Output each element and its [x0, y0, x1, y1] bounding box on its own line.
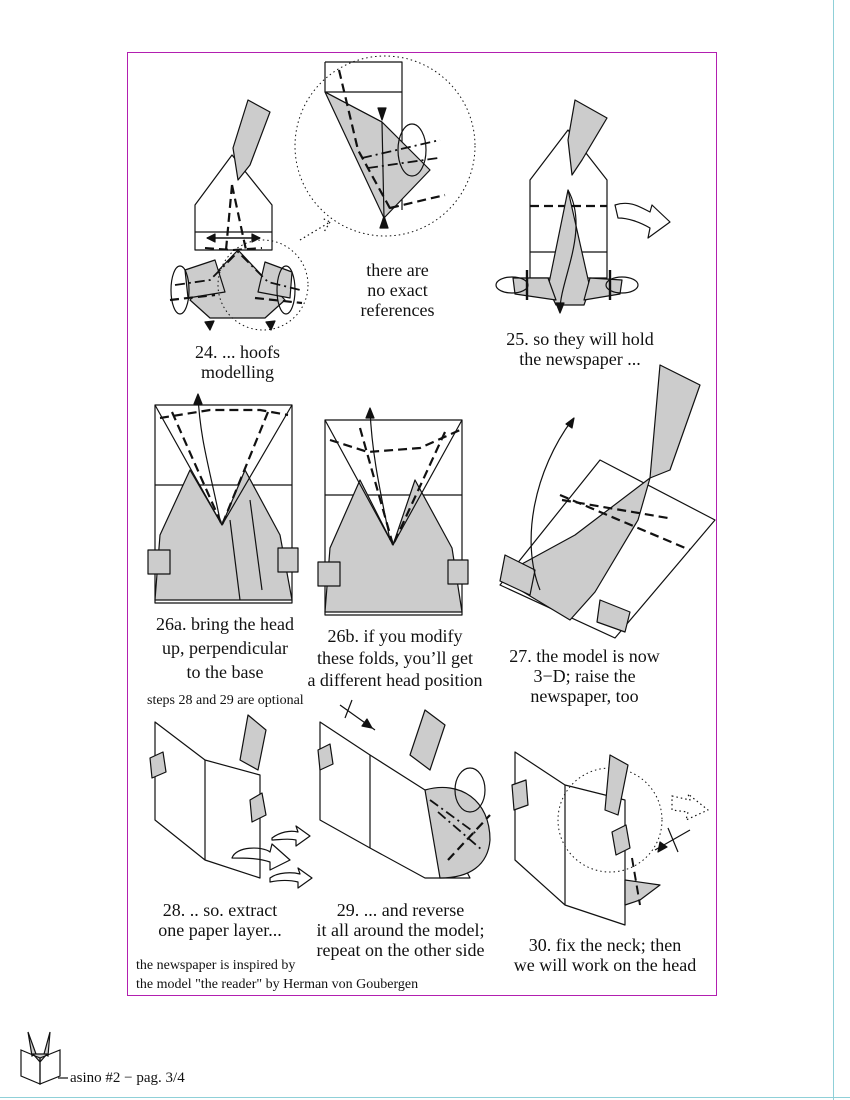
step-24-zoom-diagram — [294, 55, 476, 237]
credit-line-2: the model "the reader" by Herman von Gou… — [136, 977, 419, 992]
page-edge-right — [833, 0, 834, 1100]
page-edge-bottom — [0, 1097, 850, 1098]
step-28-diagram — [149, 714, 313, 889]
step-30-diagram — [511, 751, 709, 926]
step-26b-diagram — [317, 407, 469, 616]
credit-line-1: the newspaper is inspired by — [136, 958, 296, 973]
step-26a-diagram — [147, 393, 299, 604]
step-24-diagram — [169, 99, 331, 331]
page-footer: asino #2 − pag. 3/4 — [70, 1070, 185, 1086]
step-27-diagram — [499, 364, 716, 639]
step-25-diagram — [495, 99, 671, 314]
donkey-reader-logo-icon — [20, 1031, 68, 1085]
optional-steps-note: steps 28 and 29 are optional — [147, 693, 304, 708]
step-29-diagram — [317, 699, 491, 879]
diagram-frame — [127, 52, 717, 996]
